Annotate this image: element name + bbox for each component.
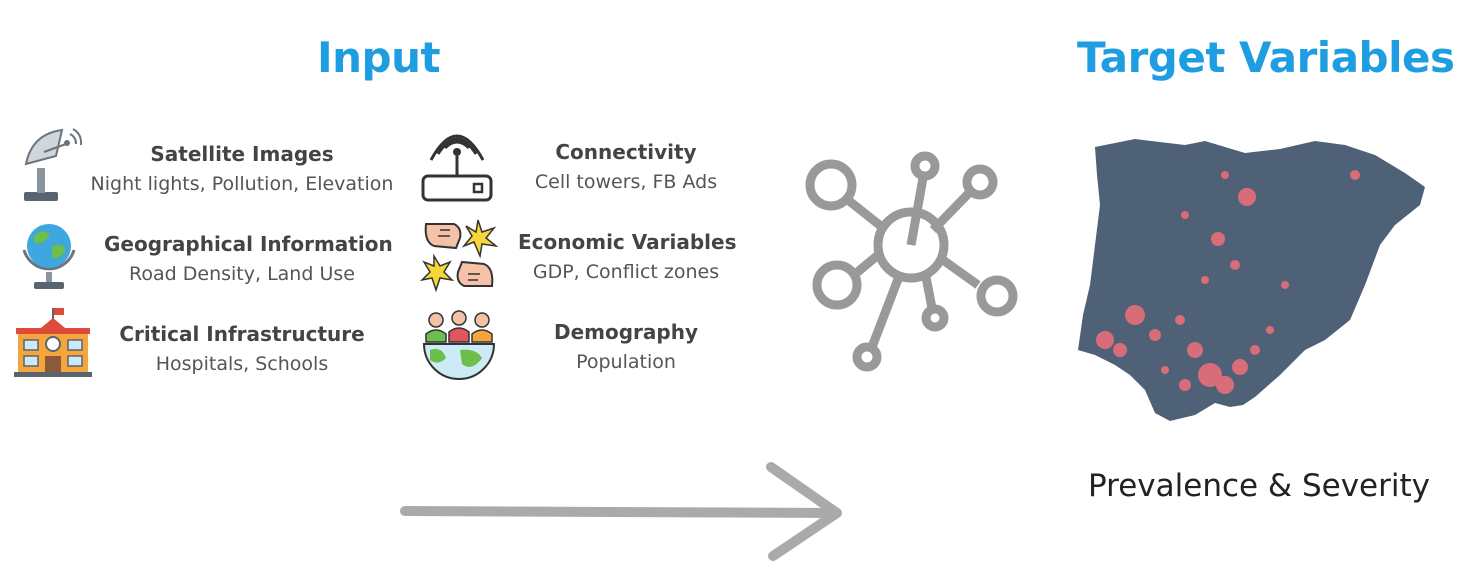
school-building-icon [14, 306, 92, 382]
input-item-title: Geographical Information [104, 232, 393, 256]
input-item-title: Critical Infrastructure [119, 322, 365, 346]
target-variables-heading: Target Variables [1077, 33, 1455, 82]
neural-network-icon [800, 150, 1030, 384]
population-globe-icon [420, 306, 498, 388]
globe-icon [16, 216, 82, 296]
target-variable-caption: Prevalence & Severity [1088, 468, 1430, 504]
input-item-title: Connectivity [555, 140, 697, 164]
input-item-subtitle: Hospitals, Schools [155, 353, 329, 375]
input-item-subtitle: Night lights, Pollution, Elevation [90, 173, 394, 195]
right-arrow-icon [395, 460, 855, 574]
router-icon [420, 126, 494, 210]
input-item-subtitle: Cell towers, FB Ads [534, 171, 718, 193]
input-item-title: Demography [553, 320, 698, 344]
conflict-fists-icon [419, 216, 499, 298]
input-item-subtitle: Road Density, Land Use [129, 263, 355, 285]
input-item-subtitle: GDP, Conflict zones [532, 261, 720, 283]
input-item-title: Satellite Images [150, 142, 334, 166]
satellite-dish-icon [18, 126, 84, 208]
input-heading: Input [317, 33, 441, 82]
input-item-subtitle: Population [576, 351, 676, 373]
input-item-title: Economic Variables [518, 230, 737, 254]
nigeria-night-lights-map [1075, 135, 1435, 439]
